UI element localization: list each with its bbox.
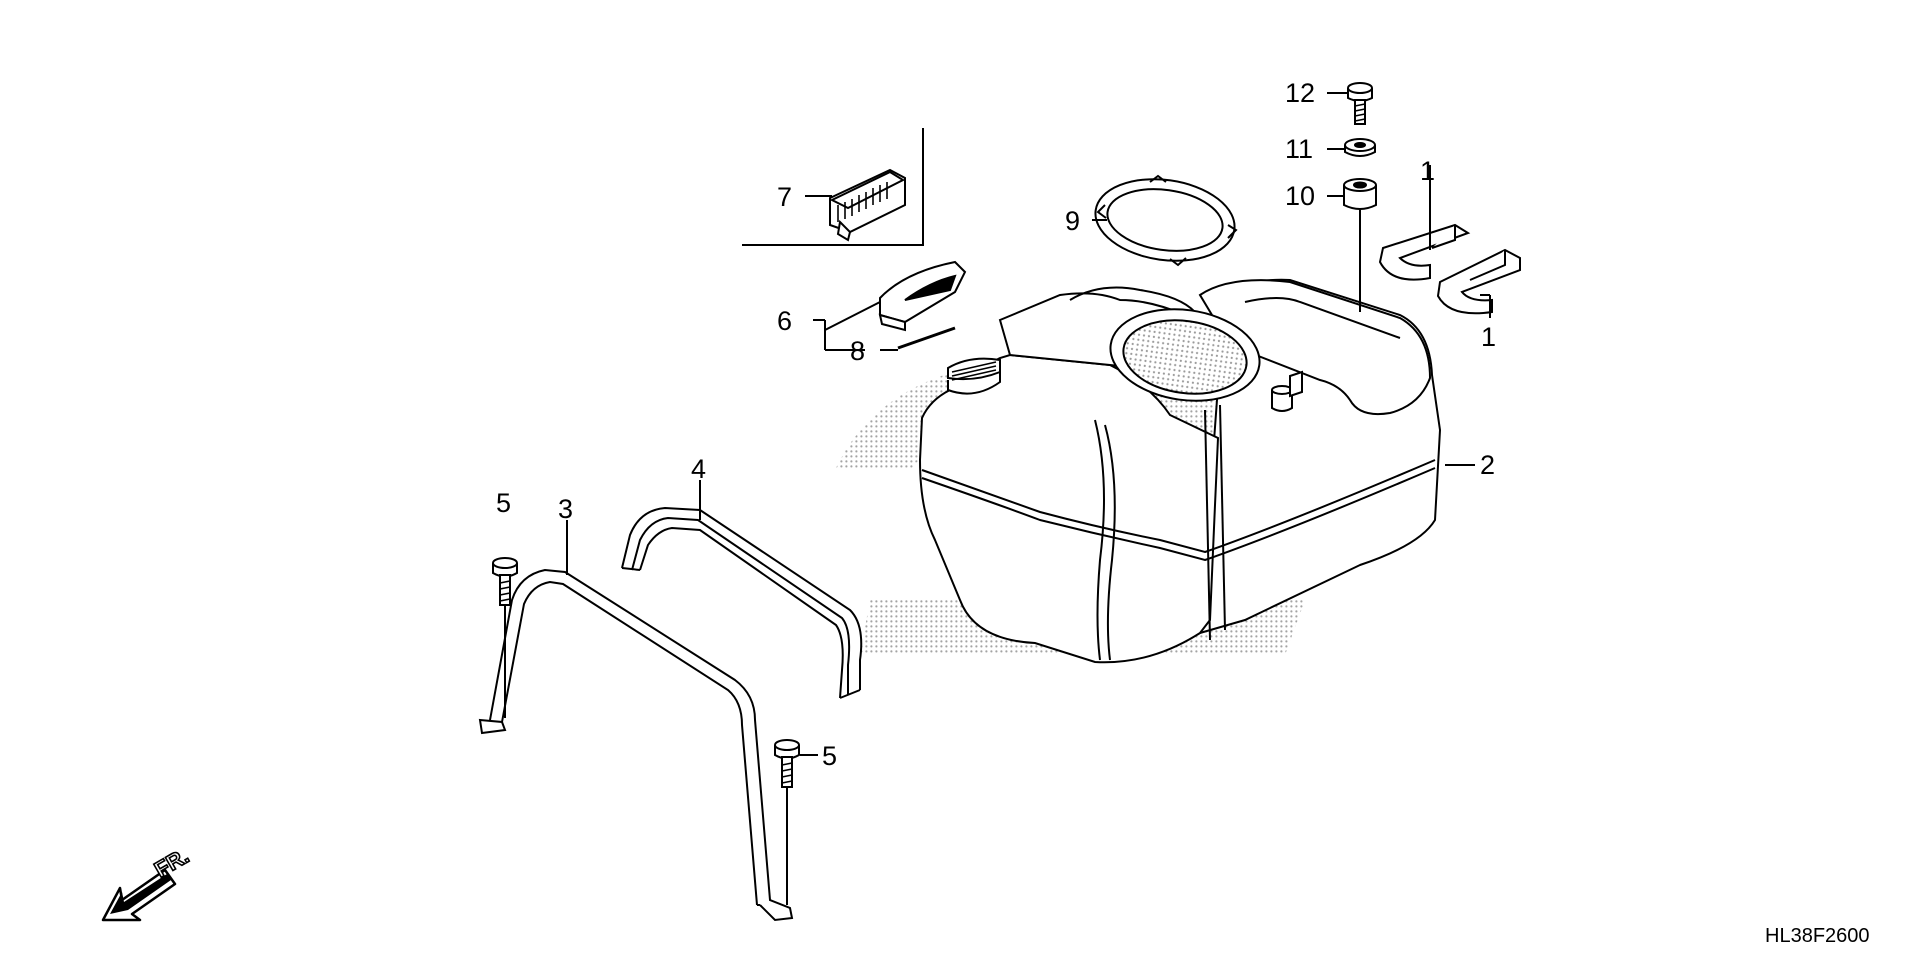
bolt-part-right <box>774 739 800 788</box>
callout-3: 3 <box>558 494 573 524</box>
callout-4: 4 <box>691 454 706 484</box>
rubber-pad-part-a <box>1378 223 1471 281</box>
rubber-pad-part-b <box>1436 248 1521 315</box>
callout-9: 9 <box>1065 206 1080 236</box>
callout-7: 7 <box>777 182 792 212</box>
grommet-part <box>1343 178 1377 210</box>
bolt-part-top <box>1347 82 1373 125</box>
fuel-tank-part <box>918 278 1442 664</box>
callout-6: 6 <box>777 306 792 336</box>
callout-1-b: 1 <box>1481 322 1496 352</box>
fuel-cap-part <box>829 168 906 242</box>
callout-5-a: 5 <box>496 488 511 518</box>
callout-12: 12 <box>1285 78 1315 108</box>
leader-lines <box>566 92 1491 756</box>
callout-11: 11 <box>1285 134 1313 164</box>
fuel-pump-ring-part <box>1094 174 1238 267</box>
bolt-part-left <box>492 557 518 606</box>
tank-rubber-part <box>621 506 863 699</box>
callout-5-b: 5 <box>822 741 837 771</box>
diagram-reference-code: HL38F2600 <box>1765 925 1870 947</box>
front-direction-arrow-icon <box>101 868 177 922</box>
cap-holder-part <box>878 260 967 332</box>
collar-part <box>1344 138 1376 157</box>
tank-band-part <box>478 568 794 922</box>
callout-8: 8 <box>850 336 865 366</box>
callout-10: 10 <box>1285 181 1315 211</box>
callout-2: 2 <box>1480 450 1495 480</box>
gasket-part <box>897 326 956 350</box>
inset-bracket <box>742 128 924 246</box>
callout-1-a: 1 <box>1420 156 1435 186</box>
